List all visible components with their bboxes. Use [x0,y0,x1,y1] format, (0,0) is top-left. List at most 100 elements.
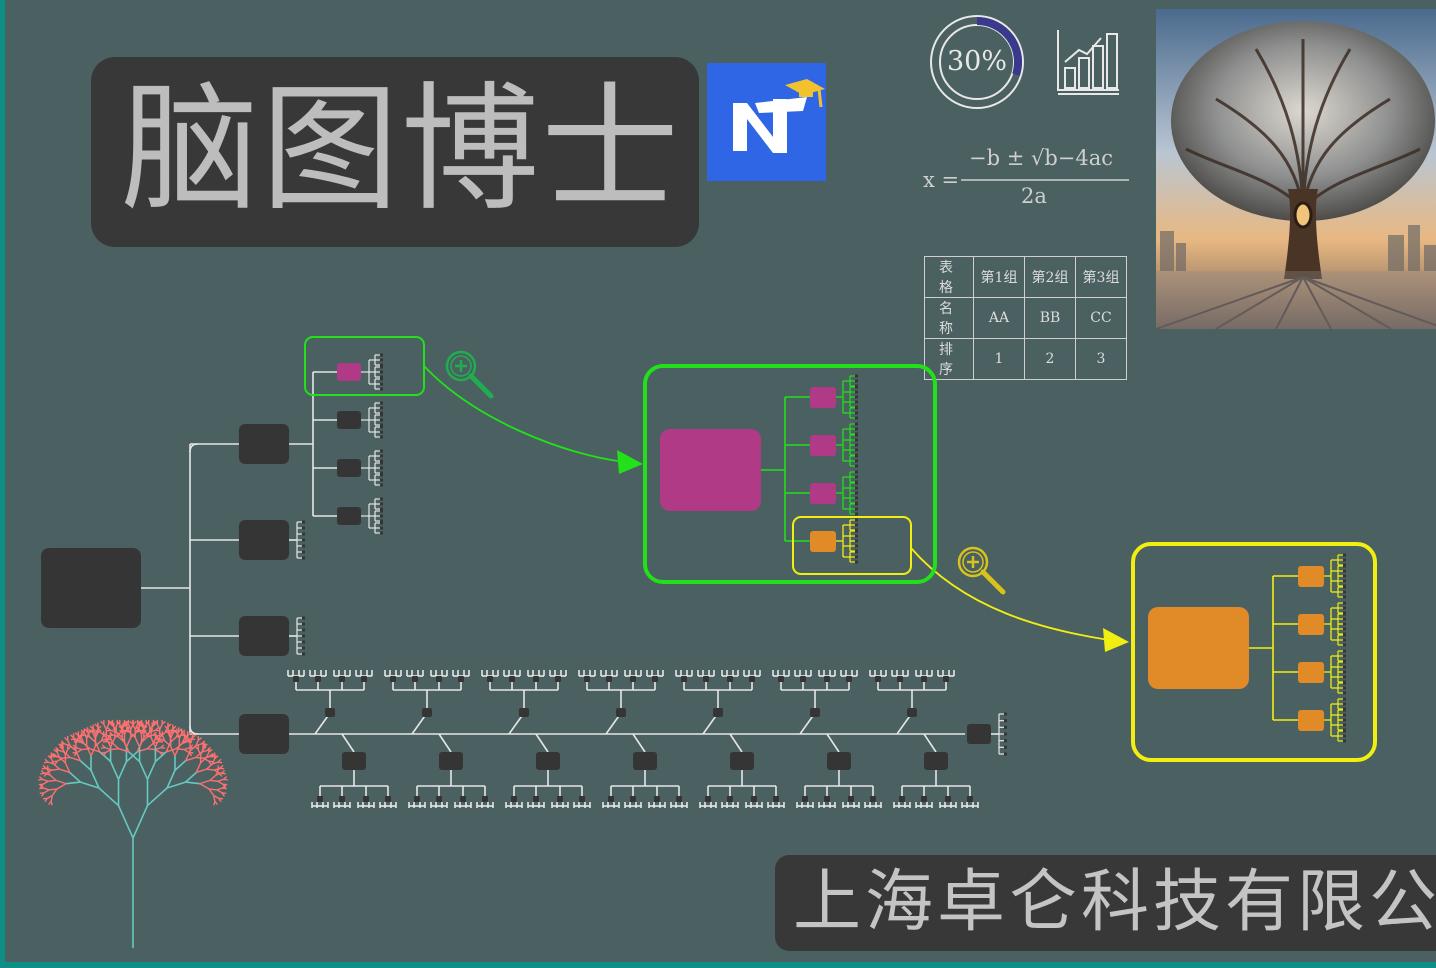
fractal-branch [71,735,76,740]
leaf-node [749,676,755,682]
leaf-node [855,518,858,522]
mind-map-diagram [38,336,1377,948]
leaf-node [339,796,345,802]
fractal-branch [101,738,107,742]
fractal-branch [161,735,166,742]
fractal-branch [183,747,190,751]
fractal-branch [125,737,132,748]
fractal-branch [110,747,119,751]
table-row: 表 格第1组第2组第3组 [924,256,1127,298]
leaf-node [824,676,830,682]
fractal-branch [191,734,197,739]
branch-node [342,752,366,770]
leaf-node [1004,752,1007,756]
fractal-branch [80,731,85,736]
table-cell: CC [1075,297,1127,339]
fractal-branch [205,751,210,758]
leaf-node [302,622,305,626]
leaf-node [855,374,858,378]
quadratic-formula: x = −b ± √b−4ac 2a [923,140,1133,220]
leaf-node [380,454,383,458]
leaf-node [855,486,858,490]
fractal-branch [166,781,186,789]
leaf-node [380,435,383,439]
branch-node [730,752,754,770]
fractal-branch [206,768,215,771]
fractal-branch [178,740,186,747]
fractal-branch [185,771,197,783]
leaf-node [875,676,881,682]
fractal-branch [53,753,58,757]
leaf-node [380,358,383,362]
fractal-branch [55,746,60,751]
fractal-branch [53,763,61,770]
fractal-branch [197,736,202,741]
fractal-branch [103,738,108,743]
leaf-node [751,796,757,802]
leaf-node [1343,718,1346,722]
leaf-node [1343,723,1346,727]
formula-denominator: 2a [1021,184,1047,208]
leaf-node [302,646,305,650]
leaf-node [511,796,517,802]
fractal-branch [118,747,130,753]
leaf-node [855,491,858,495]
fractal-branch [105,747,112,751]
leaf-node [302,640,305,644]
fractal-branch [208,748,213,753]
bar-chart-icon [1057,30,1119,95]
leaf-node [855,443,858,447]
fractal-branch [164,740,172,747]
fractal-branch [43,789,50,794]
fractal-branch [196,768,207,774]
leaf-node [302,634,305,638]
fractal-branch [83,742,91,750]
leaf-node [380,363,383,367]
leaf-node [1343,617,1346,621]
branch-node [422,708,432,717]
leaf-node [412,676,418,682]
fractal-branch [126,726,130,733]
leaf-node [855,475,858,479]
fractal-branch [105,723,110,730]
leaf-node [302,628,305,632]
leaf-node [380,473,383,477]
leaf-node [606,676,612,682]
fractal-branch [101,744,106,749]
leaf-node [339,676,345,682]
leaf-node [380,478,383,482]
fractal-branch [174,760,187,771]
leaf-node [855,390,858,394]
leaf-node [557,796,563,802]
leaf-node [1343,686,1346,690]
leaf-node [676,796,682,802]
fractal-branch [86,731,91,738]
fractal-branch [217,780,224,785]
leaf-node [855,555,858,559]
leaf-node [705,796,711,802]
leaf-node [363,796,369,802]
fractal-branch [61,746,65,753]
leaf-node [855,459,858,463]
fractal-branch [206,755,213,759]
tree-photo [1155,9,1436,330]
fractal-branch [118,736,125,743]
fractal-branch [208,760,212,766]
leaf-node [727,676,733,682]
fractal-branch [213,800,216,806]
fractal-branch [170,732,174,739]
leaf-node [870,796,876,802]
fractal-branch [214,755,219,760]
fractal-branch [205,763,213,770]
branch-node [337,507,361,525]
leaf-node [630,796,636,802]
fractal-branch [174,745,180,757]
leaf-node [380,411,383,415]
branch-node [337,459,361,477]
branch-node [337,411,361,429]
zoom-frame-green [643,364,937,584]
fractal-branch [146,742,154,750]
fractal-branch [221,792,226,797]
leaf-node [855,544,858,548]
